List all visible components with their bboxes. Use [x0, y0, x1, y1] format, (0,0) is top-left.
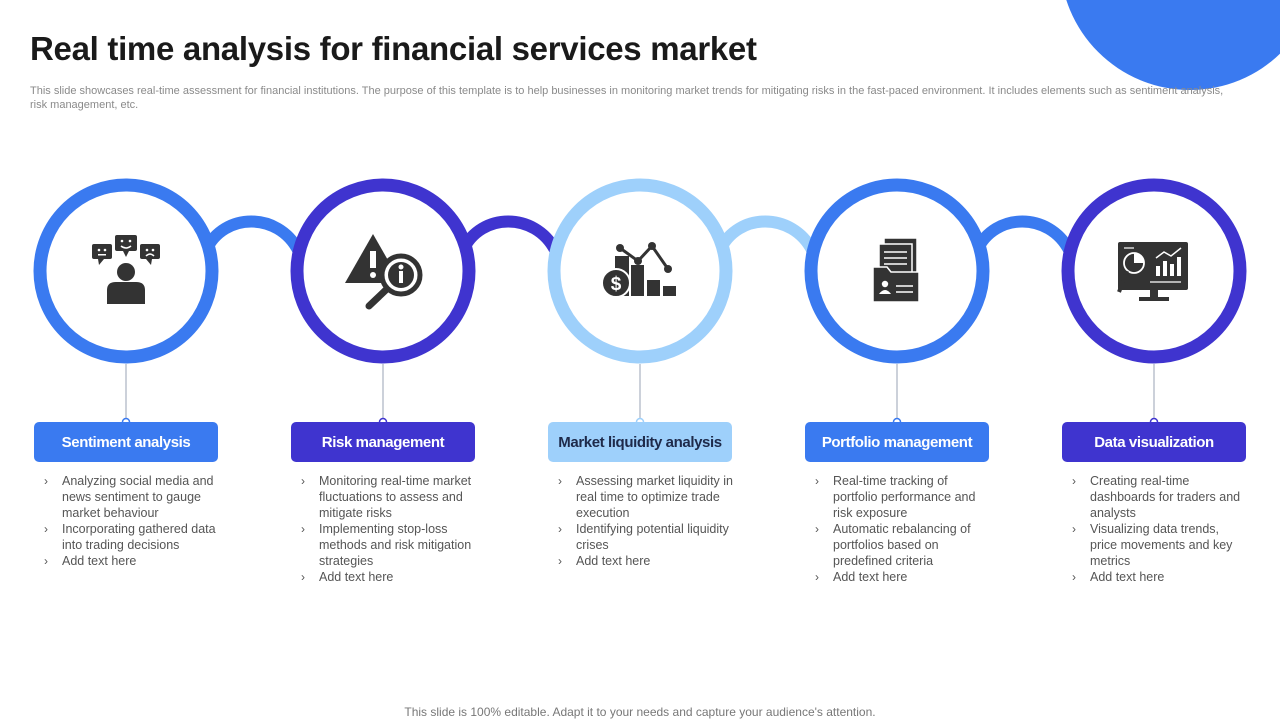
- bullet-item: ›Add text here: [815, 570, 908, 584]
- bullet-item: ›Incorporating gathered data into tradin…: [44, 522, 216, 552]
- step-label-text: Sentiment analysis: [61, 433, 191, 451]
- chevron-right-icon: ›: [301, 570, 305, 584]
- stem-lines: [125, 364, 1155, 422]
- page-title: Real time analysis for financial service…: [30, 30, 757, 67]
- step-label-portfolio-management: Portfolio management: [805, 422, 989, 462]
- chevron-right-icon: ›: [815, 522, 819, 536]
- page-description: This slide showcases real-time assessmen…: [30, 85, 1224, 111]
- step-bullets-risk-management: ›Monitoring real-time market fluctuation…: [301, 473, 477, 585]
- step-bullets-sentiment-analysis: ›Analyzing social media and news sentime…: [44, 473, 220, 569]
- step-label-text: Market liquidity analysis: [558, 433, 722, 451]
- step-label-sentiment-analysis: Sentiment analysis: [34, 422, 218, 462]
- bullet-item: ›Automatic rebalancing of portfolios bas…: [815, 522, 971, 568]
- bullet-item: ›Add text here: [558, 554, 651, 568]
- step-bullets-data-visualization: ›Creating real-time dashboards for trade…: [1072, 473, 1248, 585]
- bullet-item: ›Real-time tracking of portfolio perform…: [815, 474, 976, 520]
- bullet-item: ›Add text here: [301, 570, 394, 584]
- bullet-item: ›Creating real-time dashboards for trade…: [1072, 474, 1241, 520]
- step-label-data-visualization: Data visualization: [1062, 422, 1246, 462]
- chevron-right-icon: ›: [558, 554, 562, 568]
- bullet-item: ›Analyzing social media and news sentime…: [44, 474, 214, 520]
- dollar-chart-icon: $: [601, 242, 676, 298]
- step-label-text: Data visualization: [1094, 433, 1214, 451]
- chevron-right-icon: ›: [1072, 570, 1076, 584]
- chevron-right-icon: ›: [1072, 522, 1076, 536]
- bullet-item: ›Identifying potential liquidity crises: [558, 522, 729, 552]
- connector-arc-4: [971, 215, 1075, 254]
- bullet-item: ›Visualizing data trends, price movement…: [1072, 522, 1233, 568]
- bullet-item: ›Monitoring real-time market fluctuation…: [301, 474, 472, 520]
- connector-arc-3: [714, 215, 818, 254]
- chevron-right-icon: ›: [301, 474, 305, 488]
- step-label-market-liquidity-analysis: Market liquidity analysis: [548, 422, 732, 462]
- chevron-right-icon: ›: [815, 570, 819, 584]
- dashboard-monitor-icon: [1117, 242, 1188, 301]
- portfolio-folder-icon: [872, 237, 920, 303]
- step-label-text: Risk management: [321, 433, 445, 451]
- chevron-right-icon: ›: [301, 522, 305, 536]
- step-bullets-market-liquidity-analysis: ›Assessing market liquidity in real time…: [558, 473, 734, 569]
- step-label-risk-management: Risk management: [291, 422, 475, 462]
- bullet-item: ›Assessing market liquidity in real time…: [558, 474, 734, 520]
- step-bullets-portfolio-management: ›Real-time tracking of portfolio perform…: [815, 473, 991, 585]
- step-label-text: Portfolio management: [821, 433, 973, 451]
- svg-text:$: $: [611, 274, 622, 295]
- chevron-right-icon: ›: [558, 474, 562, 488]
- connector-arc-1: [200, 215, 304, 254]
- footer-note: This slide is 100% editable. Adapt it to…: [404, 705, 876, 719]
- chevron-right-icon: ›: [44, 474, 48, 488]
- chevron-right-icon: ›: [815, 474, 819, 488]
- chevron-right-icon: ›: [44, 522, 48, 536]
- bullet-item: ›Add text here: [1072, 570, 1165, 584]
- people-emoji-icon: [92, 235, 160, 304]
- chevron-right-icon: ›: [44, 554, 48, 568]
- bullet-item: ›Implementing stop-loss methods and risk…: [301, 522, 472, 568]
- chevron-right-icon: ›: [558, 522, 562, 536]
- chevron-right-icon: ›: [1072, 474, 1076, 488]
- warning-magnifier-icon: [345, 234, 423, 310]
- connector-arc-2: [457, 215, 561, 254]
- bullet-item: ›Add text here: [44, 554, 137, 568]
